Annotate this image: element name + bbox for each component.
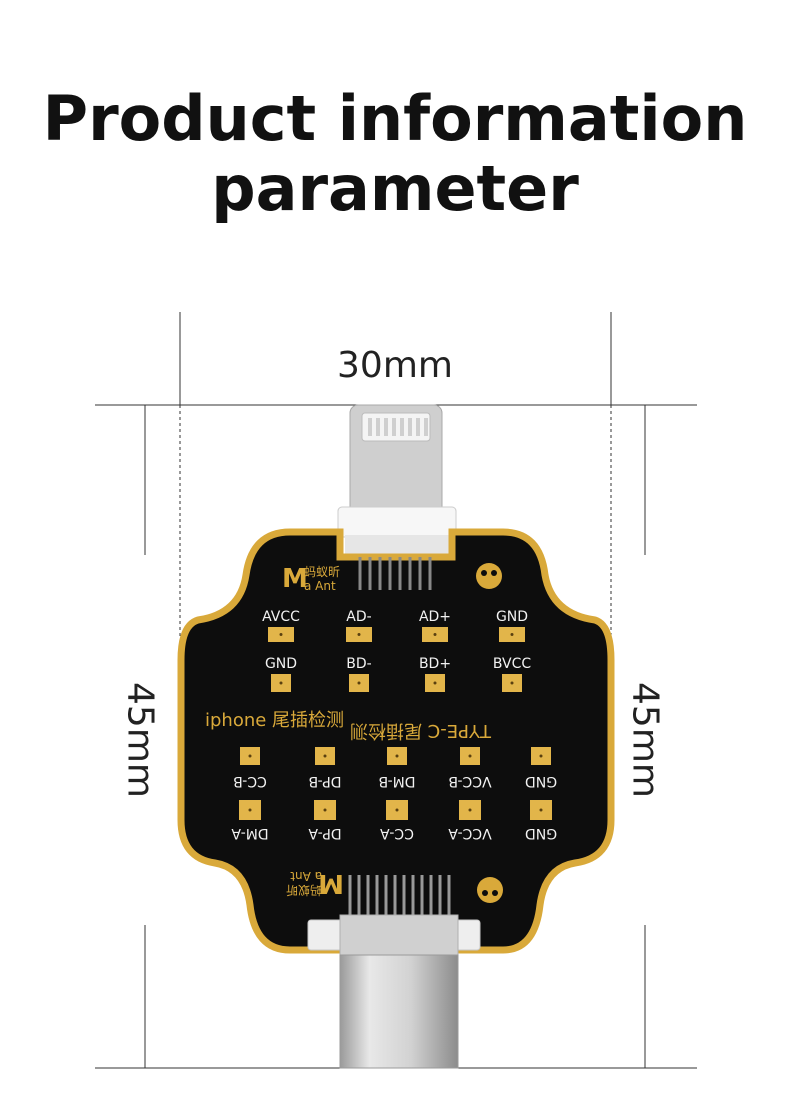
pad-label-top-row1: GND (496, 609, 528, 625)
heading-line-1: Product information (42, 82, 748, 155)
pad-label-top-row1: AD- (346, 609, 371, 625)
lightning-contact (384, 418, 388, 436)
ant-mascot-icon (476, 563, 502, 589)
type-c-connector (307, 875, 481, 1069)
pad-label-bottom-row1: VCC-B (448, 773, 491, 789)
pad-dot (357, 681, 361, 685)
pad-dot (539, 754, 543, 758)
pad-label-bottom-row1: DM-B (378, 773, 415, 789)
pad-dot (248, 808, 252, 812)
pad-label-bottom-row2: CC-A (380, 825, 414, 841)
iphone-label: iphone 尾插检测 (205, 710, 344, 731)
heading-line-2: parameter (211, 152, 579, 225)
pad-dot (279, 681, 283, 685)
pad-label-bottom-row1: GND (525, 773, 557, 789)
pad-label-top-row2: BVCC (493, 656, 532, 672)
pad-label-top-row1: AD+ (419, 609, 451, 625)
pad-dot (539, 808, 543, 812)
pad-dot (433, 681, 437, 685)
pad-label-bottom-row1: DP-B (308, 773, 341, 789)
pad-label-bottom-row2: DP-A (308, 825, 342, 841)
pad-label-bottom-row2: GND (525, 825, 557, 841)
width-dimension-label: 30mm (337, 345, 453, 386)
logo-chinese-bottom: 蚂蚁昕 (286, 883, 322, 898)
type-c-label: TYPE-C 尾插检测 (350, 720, 492, 741)
pad-label-top-row2: GND (265, 656, 297, 672)
pad-label-top-row2: BD- (346, 656, 371, 672)
pad-dot (395, 808, 399, 812)
ant-mascot-icon-bottom (477, 877, 503, 903)
pad-dot (248, 754, 252, 758)
logo-chinese: 蚂蚁昕 (304, 564, 340, 579)
pad-label-top-row1: AVCC (262, 609, 300, 625)
logo-english: a Ant (304, 579, 336, 593)
brand-logo-top: M 蚂蚁昕 a Ant (282, 564, 340, 594)
lightning-contact (392, 418, 396, 436)
pad-dot (433, 633, 437, 636)
lightning-connector (337, 404, 457, 557)
logo-letter: M (282, 564, 308, 594)
lightning-contact (368, 418, 372, 436)
brand-logo-bottom: M 蚂蚁昕 a Ant (286, 868, 344, 898)
lightning-contact (408, 418, 412, 436)
lightning-contact (416, 418, 420, 436)
pad-dot (510, 681, 514, 685)
logo-letter-bottom: M (318, 868, 344, 898)
pad-dot (279, 633, 283, 636)
pad-dot (468, 808, 472, 812)
lightning-contact (376, 418, 380, 436)
pad-dot (323, 754, 327, 758)
pad-label-bottom-row1: CC-B (233, 773, 267, 789)
logo-english-bottom: a Ant (290, 869, 322, 883)
lightning-contact (424, 418, 428, 436)
pad-dot (468, 754, 472, 758)
pad-dot (510, 633, 514, 636)
pad-label-top-row2: BD+ (419, 656, 451, 672)
pad-dot (323, 808, 327, 812)
pad-dot (395, 754, 399, 758)
lightning-contact (400, 418, 404, 436)
pad-dot (357, 633, 361, 636)
pad-label-bottom-row2: VCC-A (448, 825, 492, 841)
pad-label-bottom-row2: DM-A (231, 825, 269, 841)
